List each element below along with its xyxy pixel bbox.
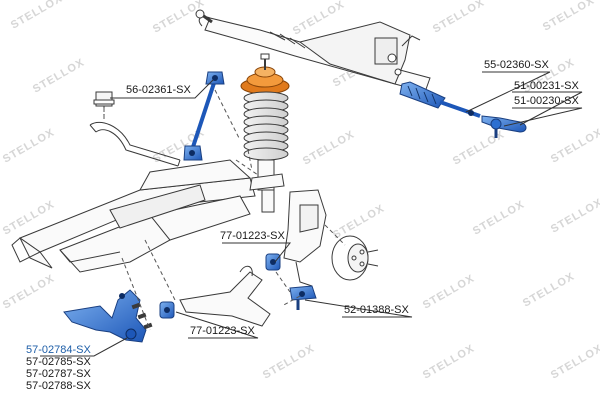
part-label-control-arm: 57-02785-SX: [26, 356, 91, 368]
subframe: [11, 159, 256, 273]
steering-knuckle: [283, 189, 379, 287]
part-label-tie-rod-end: 51-00231-SX: [514, 80, 579, 92]
stabilizer-bar: [89, 91, 181, 167]
left-tie-rod: [195, 9, 213, 24]
strut-body: [249, 159, 285, 213]
lower-arm-outline: [179, 265, 271, 327]
tie-rod-end: [481, 115, 527, 138]
steering-rack: [198, 16, 431, 93]
part-label-stabilizer-link: 56-02361-SX: [126, 84, 191, 96]
part-label-tie-rod-end: 51-00230-SX: [514, 95, 579, 107]
coil-spring: [243, 91, 289, 161]
leader-lines: [40, 71, 583, 357]
lower-control-arm: [63, 289, 147, 343]
upper-bushing: [265, 253, 281, 271]
part-label-steering-rod: 55-02360-SX: [484, 59, 549, 71]
strut-mount: [240, 53, 290, 95]
stabilizer-link: [183, 71, 225, 161]
part-label-control-arm: 57-02787-SX: [26, 368, 91, 380]
assembly-guides: [103, 89, 346, 331]
part-label-control-arm: 57-02784-SX: [26, 344, 91, 356]
part-label-lower-bushing: 77-01223-SX: [190, 325, 255, 337]
lower-bushing: [159, 301, 175, 319]
part-label-control-arm: 57-02788-SX: [26, 380, 91, 392]
ball-joint: [289, 285, 317, 310]
part-label-ball-joint: 52-01388-SX: [344, 304, 409, 316]
part-label-upper-bushing: 77-01223-SX: [220, 230, 285, 242]
steering-rod: [399, 81, 481, 118]
